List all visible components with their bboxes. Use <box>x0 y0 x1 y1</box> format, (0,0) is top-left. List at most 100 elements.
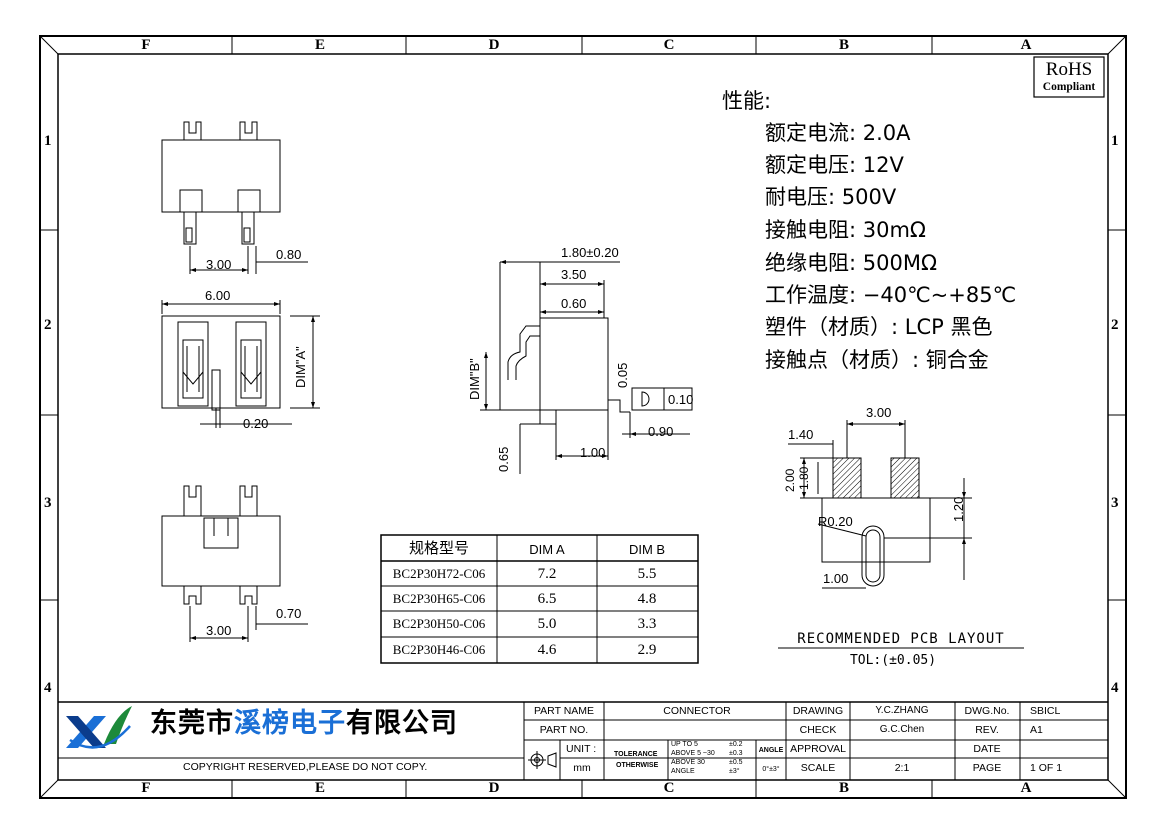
tol-val-4: ±3° <box>729 768 740 775</box>
company-name-part-3: 有限公司 <box>346 708 458 739</box>
spec-row-1-dim-b: 5.5 <box>637 566 657 582</box>
zone-col-f-top: F <box>141 37 151 53</box>
drawing-label: DRAWING <box>792 705 844 717</box>
zone-row-1-left: 1 <box>44 133 52 149</box>
pcb-layout-title: RECOMMENDED PCB LAYOUT <box>797 631 1005 647</box>
drawing-value: Y.C.ZHANG <box>875 705 929 716</box>
front-view-drawing <box>161 300 320 428</box>
top-view-drawing <box>161 121 308 274</box>
front-width-dim: 6.00 <box>205 288 231 303</box>
perf-rated-voltage: 额定电压: 12V <box>765 153 904 177</box>
company-name-part-1: 东莞市 <box>150 708 234 739</box>
top-pitch-dim: 3.00 <box>206 257 232 272</box>
bottom-pitch-dim: 3.00 <box>206 623 232 638</box>
side-dim-0-65: 0.65 <box>496 446 511 472</box>
pcb-pitch-dim: 3.00 <box>866 405 892 420</box>
copyright-notice: COPYRIGHT RESERVED,PLEASE DO NOT COPY. <box>183 761 428 773</box>
dwgno-value: SBICL <box>1030 705 1061 717</box>
rohs-box <box>1033 56 1105 98</box>
top-pin-width-dim: 0.80 <box>276 247 302 262</box>
angle-label: ANGLE <box>758 747 784 754</box>
zone-col-b-top: B <box>838 37 850 53</box>
pcb-layout-tolerance: TOL:(±0.05) <box>849 653 937 668</box>
dimension-arrows <box>162 260 966 640</box>
front-dim-a: DIM"A" <box>293 346 308 388</box>
spec-row-1-dim-a: 7.2 <box>537 566 557 582</box>
spec-row-4-dim-b: 2.9 <box>637 642 657 658</box>
zone-col-d-top: D <box>488 37 500 53</box>
title-block-grid <box>58 701 1108 780</box>
side-dim-3-50: 3.50 <box>561 267 587 282</box>
zone-col-d-bottom: D <box>488 780 500 796</box>
performance-heading: 性能: <box>722 89 772 113</box>
perf-operating-temperature: 工作温度: −40℃~+85℃ <box>765 283 1017 307</box>
dwgno-label: DWG.No. <box>964 705 1010 717</box>
spec-row-1-model: BC2P30H72-C06 <box>392 566 486 581</box>
tol-line-1: UP TO 5 <box>671 741 698 748</box>
bottom-view-drawing <box>161 485 308 642</box>
tol-val-3: ±0.5 <box>729 759 743 766</box>
pcb-height-2-00: 2.00 <box>783 468 797 492</box>
zone-col-a-bottom: A <box>1020 780 1032 796</box>
check-label: CHECK <box>799 724 837 736</box>
spec-header-dim-a: DIM A <box>529 542 565 557</box>
zone-col-c-top: C <box>663 37 675 53</box>
zone-row-3-right: 3 <box>1111 495 1119 511</box>
pcb-offset-dim: 1.40 <box>788 427 814 442</box>
side-dim-1-80: 1.80±0.20 <box>561 245 619 260</box>
logo-icon <box>66 706 132 749</box>
inner-border <box>57 53 1109 781</box>
perf-withstand-voltage: 耐电压: 500V <box>765 185 897 209</box>
scale-label: SCALE <box>800 762 836 774</box>
zone-row-2-left: 2 <box>44 317 52 333</box>
spec-header-model: 规格型号 <box>408 539 470 557</box>
bottom-pin-width-dim: 0.70 <box>276 606 302 621</box>
zone-row-4-left: 4 <box>44 680 52 696</box>
rohs-label: RoHS <box>1045 59 1093 80</box>
spec-row-4-model: BC2P30H46-C06 <box>392 642 486 657</box>
perf-rated-current: 额定电流: 2.0A <box>765 121 911 145</box>
part-name-value: CONNECTOR <box>663 705 731 717</box>
outer-border <box>39 35 1127 799</box>
zone-col-e-top: E <box>314 37 326 53</box>
zone-col-c-bottom: C <box>663 780 675 796</box>
scale-value: 2:1 <box>894 762 910 774</box>
pcb-slot-width-dim: 1.00 <box>823 571 849 586</box>
otherwise-label: OTHERWISE <box>616 762 659 769</box>
unit-value: mm <box>573 762 591 774</box>
zone-col-a-top: A <box>1020 37 1032 53</box>
date-label: DATE <box>973 743 1001 755</box>
tol-line-3: ABOVE 30 <box>671 759 705 766</box>
rohs-compliant: Compliant <box>1042 81 1096 93</box>
zone-col-e-bottom: E <box>314 780 326 796</box>
check-value: G.C.Chen <box>879 724 925 735</box>
part-name-label: PART NAME <box>533 705 595 717</box>
tol-line-2: ABOVE 5 ~30 <box>671 750 715 757</box>
perf-insulation-resistance: 绝缘电阻: 500MΩ <box>765 251 937 275</box>
spec-row-2-dim-b: 4.8 <box>637 591 657 607</box>
rev-value: A1 <box>1030 724 1043 736</box>
zone-row-4-right: 4 <box>1111 680 1119 696</box>
side-dim-0-05: 0.05 <box>615 362 630 388</box>
side-flatness-0-10: 0.10 <box>668 392 694 407</box>
part-no-label: PART NO. <box>539 724 589 736</box>
perf-contact-material: 接触点（材质）: 铜合金 <box>765 348 989 372</box>
spec-row-3-model: BC2P30H50-C06 <box>392 616 486 631</box>
pcb-radius-dim: R0.20 <box>818 514 853 529</box>
spec-header-dim-b: DIM B <box>628 542 666 557</box>
tol-val-1: ±0.2 <box>729 741 743 748</box>
perf-housing-material: 塑件（材质）: LCP 黑色 <box>765 315 993 339</box>
front-pin-thickness-dim: 0.20 <box>243 416 269 431</box>
approval-label: APPROVAL <box>790 743 846 755</box>
zone-row-2-right: 2 <box>1111 317 1119 333</box>
tolerance-label: TOLERANCE <box>614 751 658 758</box>
spec-row-3-dim-a: 5.0 <box>537 616 557 632</box>
company-name-brand: 溪榜电子 <box>234 708 346 739</box>
tol-val-2: ±0.3 <box>729 750 743 757</box>
unit-label: UNIT : <box>566 743 597 755</box>
side-dim-0-90: 0.90 <box>648 424 674 439</box>
pcb-height-1-80: 1.80 <box>797 466 811 490</box>
zone-row-3-left: 3 <box>44 495 52 511</box>
side-view-drawing <box>480 261 693 474</box>
